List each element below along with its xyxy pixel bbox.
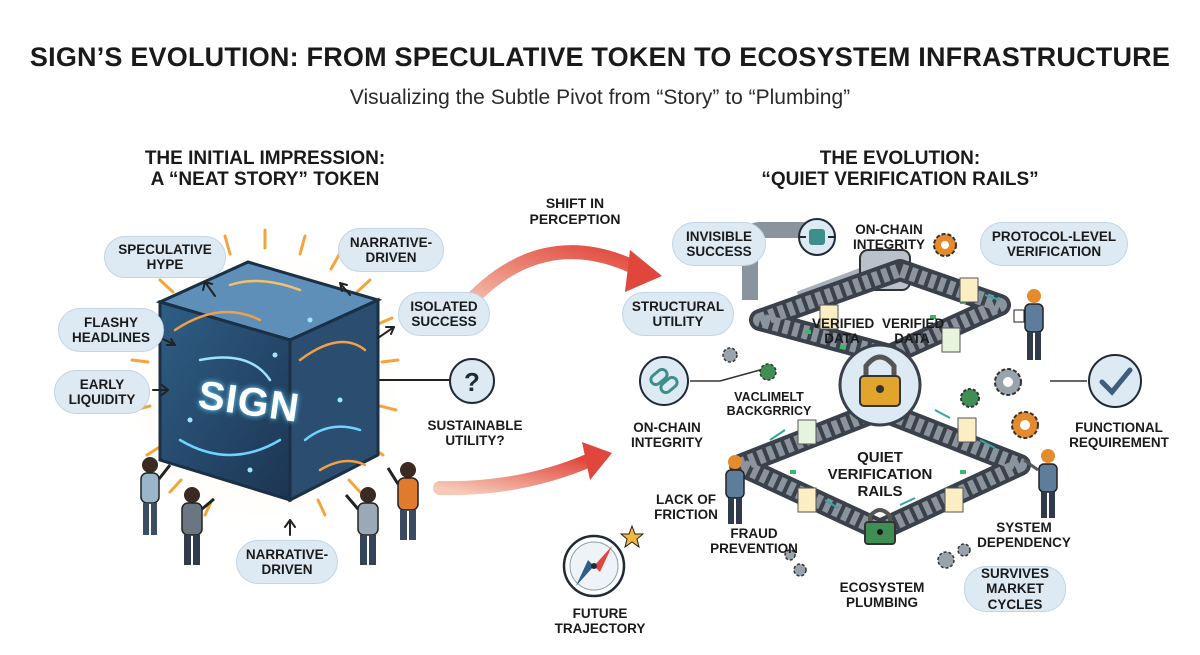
shift-arrows [433,245,662,496]
label-future-trajectory: FUTURE TRAJECTORY [554,606,646,637]
label-shift-in-perception: SHIFT IN PERCEPTION [529,195,621,227]
database-icon [798,218,836,256]
check-icon [1088,354,1142,408]
cloud-structural-utility: STRUCTURAL UTILITY [622,292,734,336]
flow-arrows [769,294,1001,509]
lock-green-icon [864,508,896,545]
lock-gold-icon [859,354,901,407]
gear-icons [722,233,1039,577]
page-title: SIGN’s EVOLUTION: FROM SPECULATIVE TOKEN… [29,42,1171,72]
cloud-early-liquidity: EARLY LIQUIDITY [54,370,150,414]
cloud-survives-market: SURVIVES MARKET CYCLES [964,566,1066,612]
label-verified-data-1: VERIFIED DATA [812,316,875,347]
page-subtitle: Visualizing the Subtle Pivot from “Story… [349,86,851,109]
label-verified-data-2: VERIFIED DATA [882,316,945,347]
cloud-flashy-headlines: FLASHY HEADLINES [58,308,164,352]
document-icons [797,277,979,513]
right-heading: THE EVOLUTION: “QUIET VERIFICATION RAILS… [740,148,1060,191]
right-heading-line1: THE EVOLUTION: [819,148,981,169]
label-quiet-rails: QUIET VERIFICATION RAILS [827,449,933,500]
cloud-isolated-success: ISOLATED SUCCESS [398,292,490,336]
people-left [140,457,215,565]
left-heading-line1: THE INITIAL IMPRESSION: [144,148,386,169]
label-system-dependency: SYSTEM DEPENDENCY [977,520,1071,551]
cube-sign [115,228,415,535]
label-functional-requirement: FUNCTIONAL REQUIREMENT [1069,420,1169,451]
label-lack-of-friction: LACK OF FRICTION [654,492,718,523]
label-vaclimet: VACLIMELT BACKGRRICY [726,390,812,418]
workers [725,289,1058,524]
question-icon: ? [449,358,495,404]
label-onchain-left: ON-CHAIN INTEGRITY [630,420,703,451]
people-right [344,462,419,565]
label-onchain-top: ON-CHAIN INTEGRITY [852,222,925,253]
cloud-protocol-verification: PROTOCOL-LEVEL VERIFICATION [980,222,1128,266]
cloud-speculative-hype: SPECULATIVE HYPE [104,236,226,278]
right-heading-line2: “QUIET VERIFICATION RAILS” [761,169,1039,191]
cloud-invisible-success: INVISIBLE SUCCESS [672,222,766,266]
cloud-narrative-bottom: NARRATIVE-DRIVEN [236,540,338,584]
compass-icon [562,524,645,598]
svg-text:?: ? [464,367,480,397]
left-heading: THE INITIAL IMPRESSION: A “NEAT STORY” T… [100,148,430,191]
cloud-narrative-top: NARRATIVE-DRIVEN [338,228,444,272]
chain-link-icon [639,356,689,406]
label-sustainable-utility: SUSTAINABLE UTILITY? [427,418,523,449]
left-heading-line2: A “NEAT STORY” TOKEN [150,169,380,191]
label-ecosystem-plumbing: ECOSYSTEM PLUMBING [839,580,925,611]
label-fraud-prevention: FRAUD PREVENTION [710,526,798,557]
